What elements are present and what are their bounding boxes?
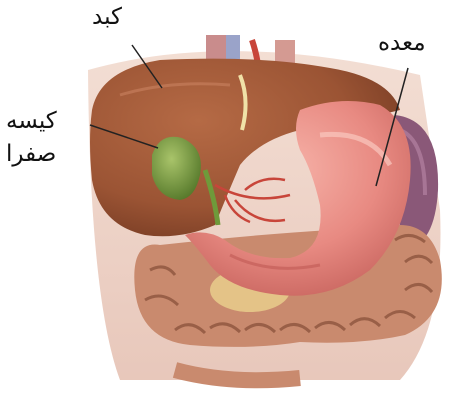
gallbladder-label-line2: صفرا [6,143,56,166]
stomach-label: معده [378,32,426,55]
liver-label: کبد [92,6,122,29]
gallbladder-label-line1: کیسه [6,110,57,133]
